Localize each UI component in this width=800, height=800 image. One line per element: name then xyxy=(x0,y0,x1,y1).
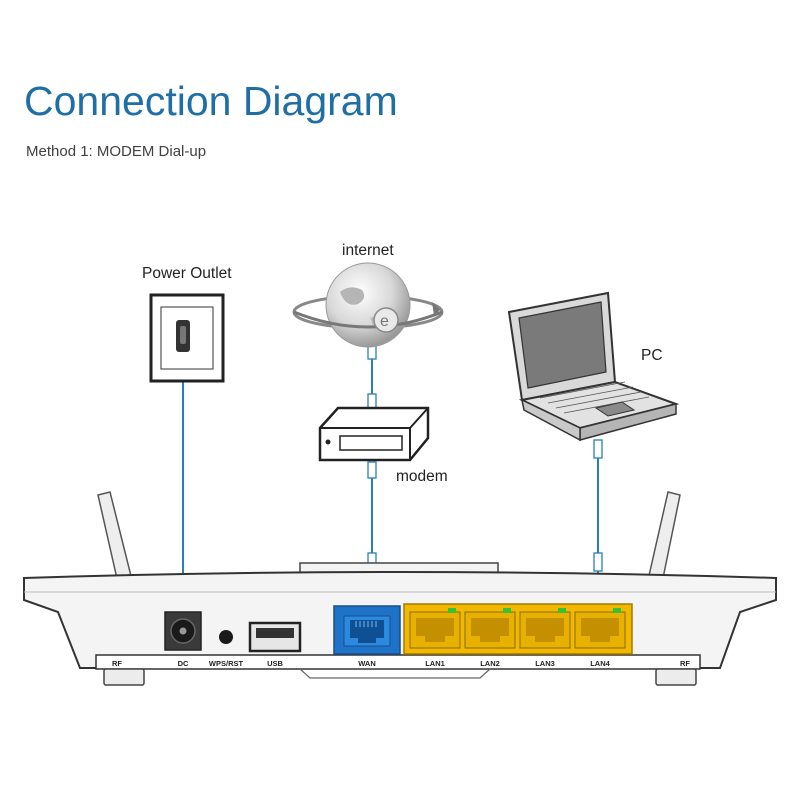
power-outlet-icon xyxy=(149,293,225,383)
pc-lan-cable xyxy=(593,439,603,575)
lan3-port xyxy=(519,608,571,649)
page-subtitle: Method 1: MODEM Dial-up xyxy=(26,143,207,160)
antenna-right-icon xyxy=(647,491,681,584)
wps-rst-button xyxy=(219,630,233,644)
lan2-label: LAN2 xyxy=(480,659,500,668)
modem-wan-cable xyxy=(367,461,377,575)
lan1-port xyxy=(409,608,461,649)
rf-right-label: RF xyxy=(680,659,690,668)
power-outlet-label: Power Outlet xyxy=(142,265,232,282)
page-title: Connection Diagram xyxy=(24,78,398,124)
modem-label: modem xyxy=(396,468,448,485)
wps-rst-label: WPS/RST xyxy=(208,659,244,668)
internet-label: internet xyxy=(342,242,394,259)
internet-modem-cable xyxy=(367,344,377,409)
lan3-label: LAN3 xyxy=(535,659,555,668)
svg-text:e: e xyxy=(380,313,389,330)
lan1-label: LAN1 xyxy=(425,659,445,668)
internet-globe-icon: e xyxy=(292,262,444,348)
antenna-left-icon xyxy=(97,491,133,584)
lan2-port xyxy=(464,608,516,649)
wan-port xyxy=(333,605,401,655)
dc-label: DC xyxy=(177,659,189,668)
laptop-pc-icon xyxy=(507,291,680,442)
usb-label: USB xyxy=(267,659,283,668)
modem-icon xyxy=(318,406,430,462)
lan4-port xyxy=(574,608,626,649)
pc-label: PC xyxy=(641,347,663,364)
rf-left-label: RF xyxy=(112,659,122,668)
lan4-label: LAN4 xyxy=(590,659,610,668)
usb-port xyxy=(248,621,302,653)
wan-label: WAN xyxy=(358,659,376,668)
dc-jack-port xyxy=(164,611,202,651)
